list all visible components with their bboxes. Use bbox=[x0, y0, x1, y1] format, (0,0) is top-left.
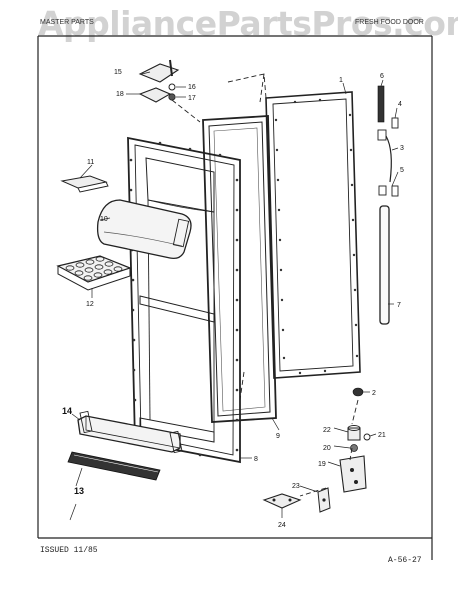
callout-3: 3 bbox=[400, 145, 404, 152]
callout-4: 4 bbox=[398, 101, 402, 108]
hinge-plate bbox=[262, 493, 302, 509]
callout-14: 14 bbox=[62, 406, 72, 416]
callout-18: 18 bbox=[116, 91, 124, 98]
bottom-hinge bbox=[339, 455, 367, 493]
door-gasket bbox=[202, 115, 277, 423]
dairy-hinge-bracket bbox=[60, 175, 109, 193]
callout-13: 13 bbox=[74, 486, 84, 496]
door-handle-bar bbox=[379, 205, 390, 325]
callout-21: 21 bbox=[378, 432, 386, 439]
issued-date: ISSUED 11/85 bbox=[40, 546, 98, 555]
callout-8: 8 bbox=[254, 456, 258, 463]
callout-23: 23 bbox=[292, 483, 300, 490]
callout-leader-lines bbox=[69, 71, 399, 521]
callout-16: 16 bbox=[188, 84, 196, 91]
callout-12: 12 bbox=[86, 301, 94, 308]
door-shelf-bar bbox=[77, 410, 183, 454]
hinge-cap bbox=[352, 387, 364, 397]
dairy-compartment-door bbox=[96, 199, 192, 260]
callout-15: 15 bbox=[114, 69, 122, 76]
diagram-reference: A-56-27 bbox=[388, 556, 422, 565]
callout-10: 10 bbox=[100, 216, 108, 223]
top-hinge-assembly bbox=[138, 59, 180, 103]
callout-24: 24 bbox=[278, 522, 286, 529]
header-left: MASTER PARTS bbox=[40, 19, 94, 26]
callout-22: 22 bbox=[323, 427, 331, 434]
door-inner-liner bbox=[127, 136, 241, 464]
egg-tray bbox=[56, 255, 132, 291]
hinge-bushings bbox=[347, 425, 371, 452]
bottom-hinge-bracket bbox=[317, 487, 331, 513]
alignment-dashed-lines bbox=[171, 73, 359, 497]
callout-7: 7 bbox=[397, 302, 401, 309]
callout-6: 6 bbox=[380, 73, 384, 80]
callout-labels: 1 2 3 4 5 6 7 8 9 10 11 12 13 14 15 16 1… bbox=[62, 69, 404, 529]
door-outer-panel bbox=[265, 91, 361, 379]
callout-1: 1 bbox=[339, 77, 343, 84]
callout-9: 9 bbox=[276, 433, 280, 440]
shelf-trim-strip bbox=[67, 451, 161, 481]
callout-11: 11 bbox=[87, 159, 94, 166]
callout-17: 17 bbox=[188, 95, 196, 102]
callout-5: 5 bbox=[400, 167, 404, 174]
header-right: FRESH FOOD DOOR bbox=[355, 19, 424, 26]
callout-20: 20 bbox=[323, 445, 331, 452]
callout-19: 19 bbox=[318, 461, 326, 468]
callout-2: 2 bbox=[372, 390, 376, 397]
